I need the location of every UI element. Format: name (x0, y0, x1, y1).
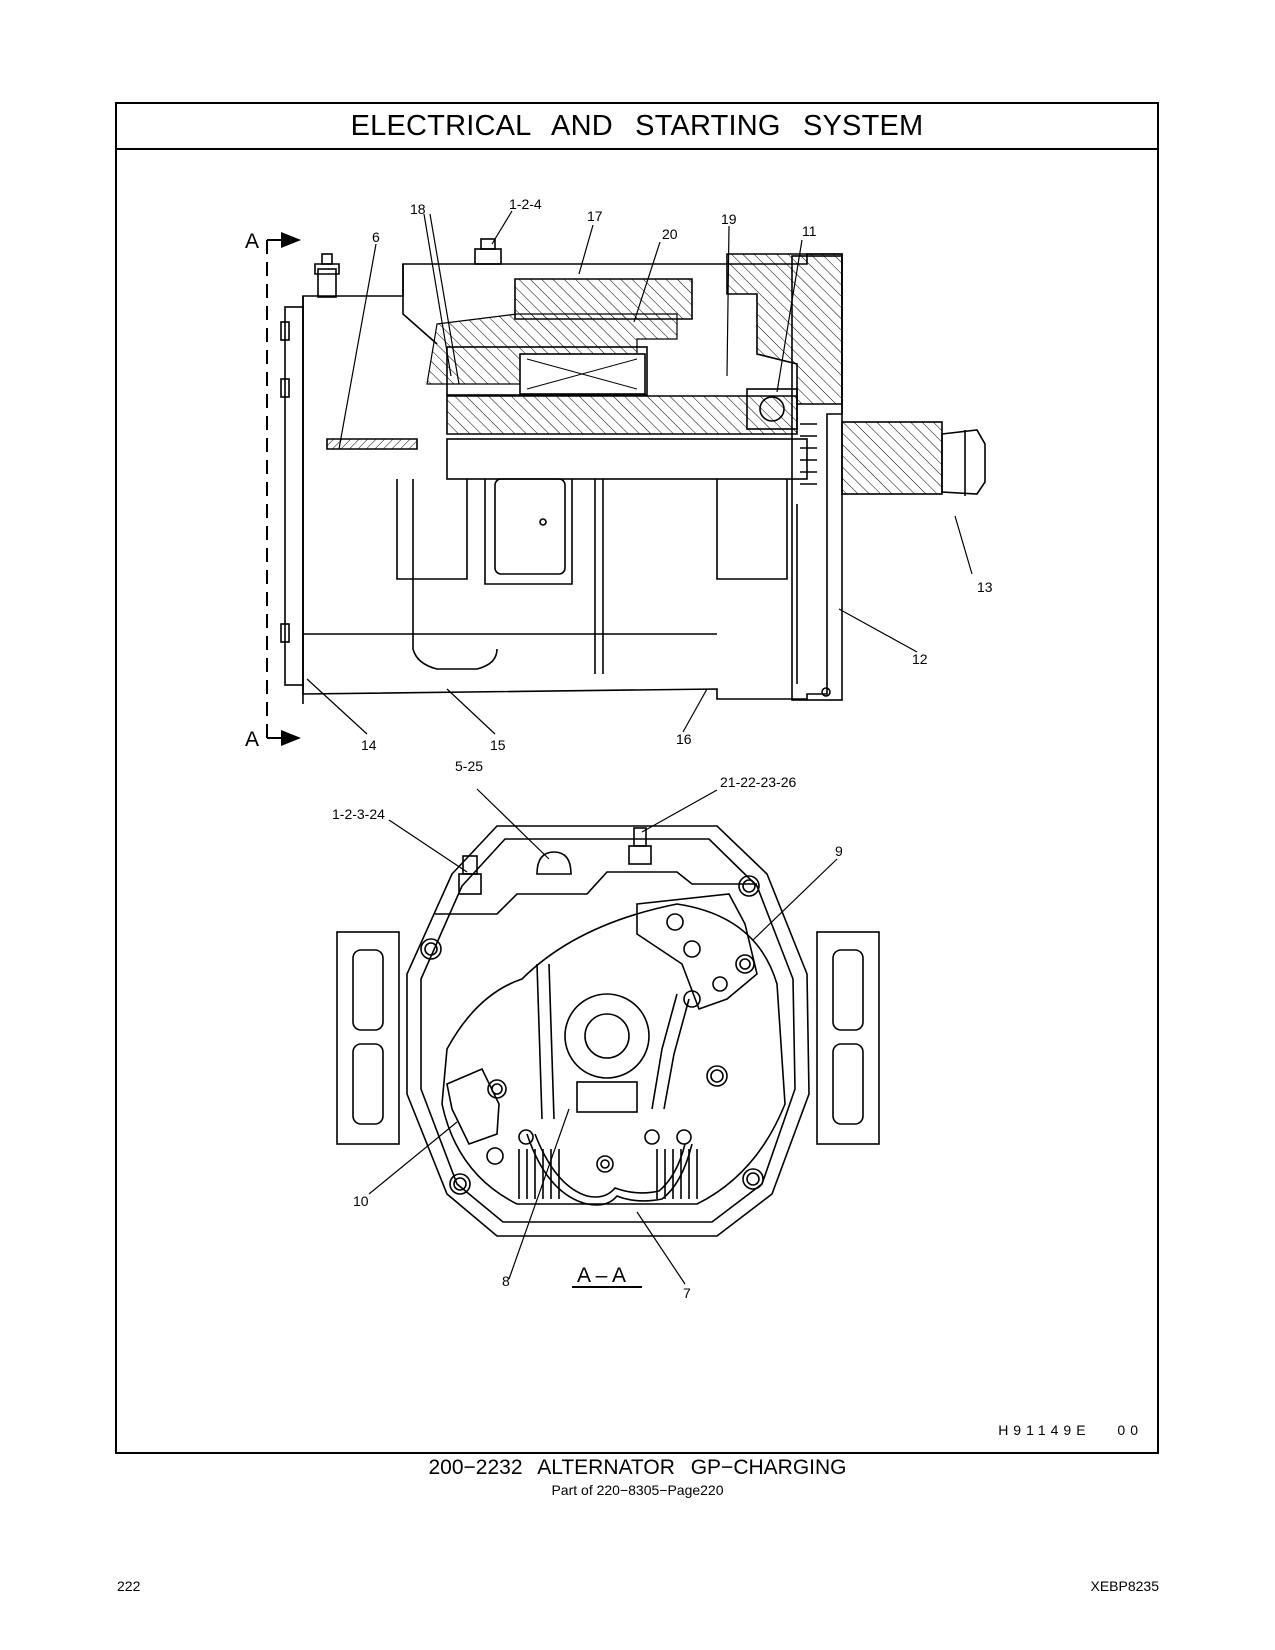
section-view (336, 825, 880, 1237)
callout-20: 20 (662, 226, 678, 242)
section-view-callouts: 5-25 21-22-23-26 1-2-3-24 9 10 8 7 A – A (332, 758, 843, 1301)
side-view-leaders (306, 210, 973, 735)
figure-frame: ELECTRICAL AND STARTING SYSTEM (115, 102, 1159, 1454)
callout-12: 12 (912, 651, 928, 667)
callout-6: 6 (372, 229, 380, 245)
callout-10: 10 (353, 1193, 369, 1209)
callout-17: 17 (587, 208, 603, 224)
callout-21-22-23-26: 21-22-23-26 (720, 774, 796, 790)
figure-subcaption: Part of 220−8305−Page220 (551, 1482, 724, 1498)
figure-caption: 200−2232 ALTERNATOR GP−CHARGING (428, 1456, 847, 1479)
callout-1-2-4: 1-2-4 (509, 196, 542, 212)
alternator-diagram: 18 1-2-4 17 20 19 11 6 13 12 14 15 16 A … (245, 196, 993, 1301)
section-marker-top: A (245, 230, 259, 253)
callout-5-25: 5-25 (455, 758, 483, 774)
side-view (266, 232, 986, 746)
section-marker-bottom: A (245, 728, 259, 751)
callout-7: 7 (683, 1285, 691, 1301)
callout-14: 14 (361, 737, 377, 753)
callout-19: 19 (721, 211, 737, 227)
callout-13: 13 (977, 579, 993, 595)
callout-16: 16 (676, 731, 692, 747)
section-title-bar: ELECTRICAL AND STARTING SYSTEM (117, 104, 1157, 150)
callout-8: 8 (502, 1273, 510, 1289)
illustration-code: H91149E 00 (998, 1422, 1143, 1438)
page-number: 222 (117, 1578, 141, 1594)
section-view-leaders (368, 788, 838, 1288)
callout-1-2-3-24: 1-2-3-24 (332, 806, 385, 822)
section-title: ELECTRICAL AND STARTING SYSTEM (350, 109, 924, 142)
document-code: XEBP8235 (1090, 1578, 1160, 1594)
side-view-callouts: 18 1-2-4 17 20 19 11 6 13 12 14 15 16 A … (245, 196, 993, 753)
callout-18: 18 (410, 201, 426, 217)
section-view-label: A – A (577, 1264, 626, 1287)
callout-15: 15 (490, 737, 506, 753)
callout-9: 9 (835, 843, 843, 859)
callout-11: 11 (802, 223, 817, 239)
